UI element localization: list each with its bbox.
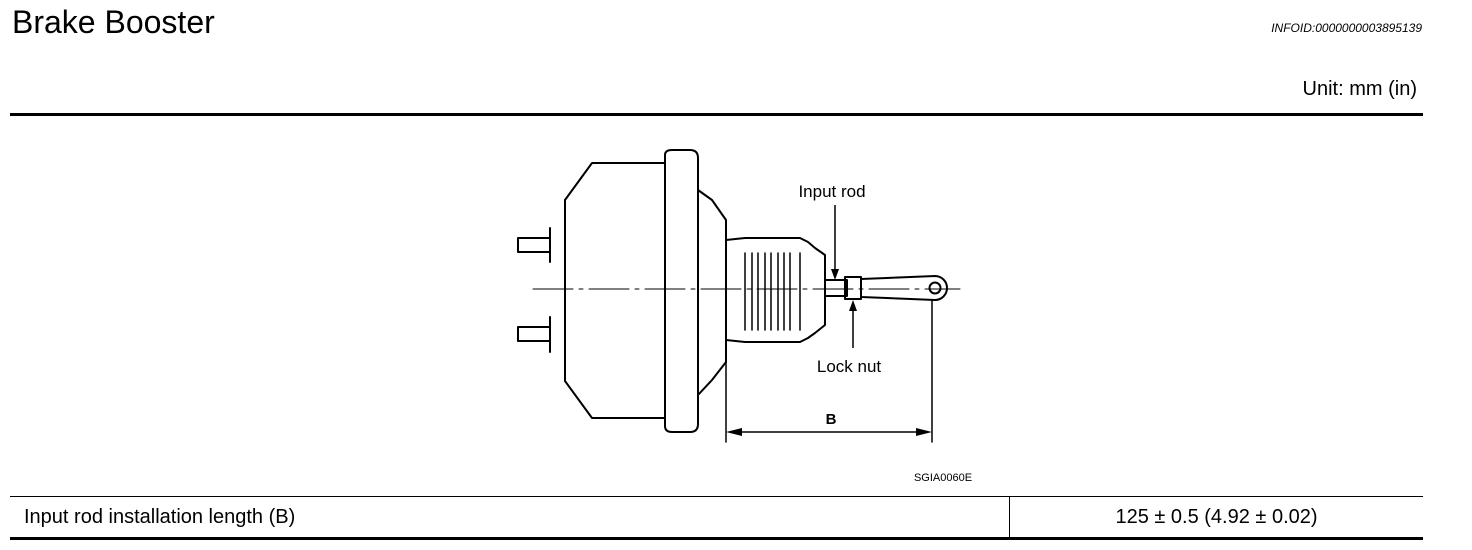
push-rod-housing bbox=[725, 237, 826, 343]
dimension-b-label: B bbox=[826, 411, 837, 428]
info-id: INFOID:0000000003895139 bbox=[1271, 21, 1422, 35]
housing-threads bbox=[744, 252, 801, 331]
booster-rim bbox=[664, 149, 699, 433]
mounting-stud-upper bbox=[517, 237, 551, 253]
clevis bbox=[860, 275, 948, 301]
clevis-pin-hole bbox=[928, 281, 942, 295]
brake-booster-figure: Input rod Lock nut B SGIA0060E bbox=[500, 135, 1000, 490]
page-title: Brake Booster bbox=[12, 4, 215, 40]
header-divider bbox=[10, 113, 1423, 116]
lock-nut-label: Lock nut bbox=[817, 357, 882, 376]
brake-booster-diagram: Input rod Lock nut B SGIA0060E bbox=[517, 149, 972, 484]
lock-nut-arrowhead bbox=[849, 300, 857, 311]
spec-table: Input rod installation length (B) 125 ± … bbox=[10, 496, 1423, 540]
mounting-stud-lower bbox=[517, 326, 551, 342]
booster-neck bbox=[697, 189, 727, 396]
dimension-arrow-right bbox=[916, 428, 932, 436]
input-rod-arrowhead bbox=[831, 269, 839, 280]
dimension-arrow-left bbox=[726, 428, 742, 436]
figure-code: SGIA0060E bbox=[914, 472, 972, 484]
booster-shell bbox=[564, 162, 666, 419]
spec-value: 125 ± 0.5 (4.92 ± 0.02) bbox=[1009, 496, 1423, 540]
input-rod-label: Input rod bbox=[798, 182, 865, 201]
spec-item: Input rod installation length (B) bbox=[10, 496, 1010, 540]
table-row: Input rod installation length (B) 125 ± … bbox=[10, 496, 1423, 540]
unit-label: Unit: mm (in) bbox=[1302, 78, 1417, 100]
input-rod bbox=[824, 279, 848, 297]
